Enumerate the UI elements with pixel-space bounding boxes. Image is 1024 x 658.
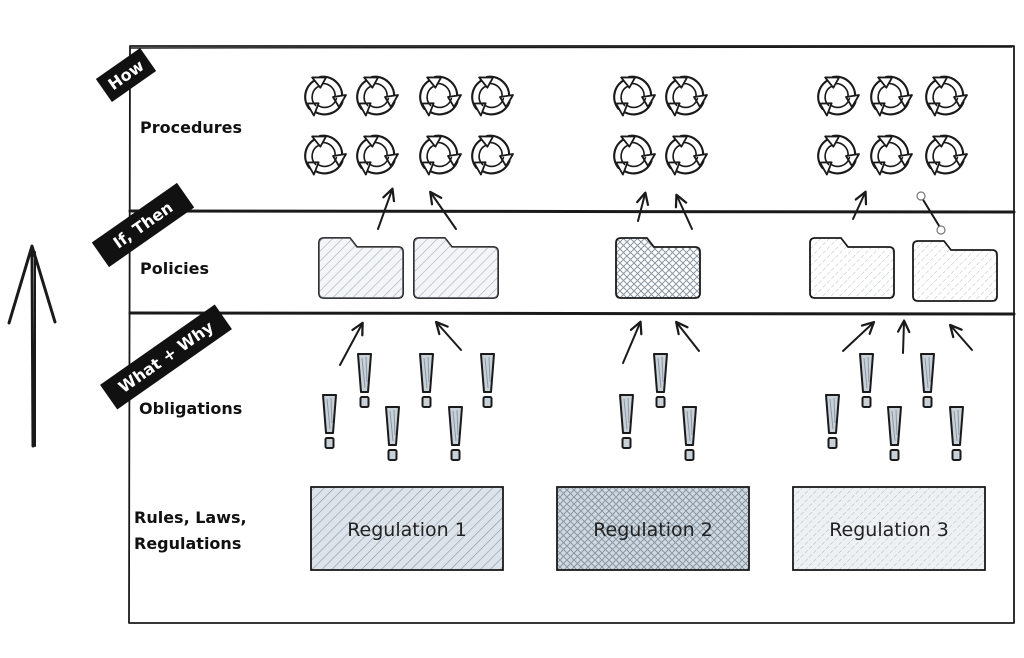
arrow-icon [852, 190, 868, 220]
exclamation-icon [357, 353, 372, 408]
exclamation-icon [825, 394, 840, 449]
exclamation-icon [480, 353, 495, 408]
selection-handle-icon [916, 191, 926, 201]
arrow-icon [842, 320, 876, 352]
cycle-arrows-icon [410, 70, 463, 126]
folder-icon [413, 237, 499, 299]
procedures-group-2 [604, 70, 709, 185]
cycle-arrows-icon [410, 129, 463, 185]
arrow-icon [339, 321, 364, 366]
label-rules-line2: Regulations [134, 534, 241, 553]
cycle-arrows-icon [808, 129, 861, 185]
cycle-arrows-icon [604, 70, 657, 126]
regulation-box-border [310, 486, 504, 571]
obligations-group-1 [322, 353, 495, 461]
cycle-arrows-icon [808, 70, 861, 126]
label-obligations: Obligations [139, 399, 242, 418]
arrow-icon [675, 320, 700, 352]
exclamation-icon [419, 353, 434, 408]
procedures-group-3 [808, 70, 969, 185]
cycle-arrows-icon [916, 129, 969, 185]
arrow-icon [429, 190, 457, 230]
cycle-arrows-icon [656, 70, 709, 126]
cycle-arrows-icon [916, 70, 969, 126]
arrow-icon [948, 323, 973, 351]
layer-frame [128, 45, 1016, 624]
arrow-icon [377, 187, 396, 230]
arrow-icon [635, 191, 650, 222]
label-procedures: Procedures [140, 118, 242, 137]
exclamation-icon [920, 353, 935, 408]
exclamation-icon [859, 353, 874, 408]
tag-how: How [95, 48, 157, 102]
exclamation-icon [682, 406, 697, 461]
exclamation-icon [653, 353, 668, 408]
obligations-group-2 [619, 353, 697, 461]
label-rules-line1: Rules, Laws, [134, 508, 247, 527]
policies-group-2 [615, 237, 701, 299]
label-policies: Policies [140, 259, 209, 278]
exclamation-icon [385, 406, 400, 461]
policy-to-procedure-arrows [377, 187, 946, 235]
cycle-arrows-icon [347, 70, 400, 126]
arrow-icon [434, 320, 462, 351]
regulation-label-2: Regulation 2 [593, 519, 713, 541]
exclamation-icon [949, 406, 964, 461]
regulation-box-border [556, 486, 750, 571]
regulation-box-3: Regulation 3 [792, 486, 986, 571]
regulation-box-1: Regulation 1 [310, 486, 504, 571]
folder-icon [615, 237, 701, 299]
regulation-box-2: Regulation 2 [556, 486, 750, 571]
cycle-arrows-icon [295, 129, 348, 185]
policies-group-3 [809, 237, 998, 302]
obligation-to-policy-arrows [339, 319, 973, 366]
policies-group-1 [318, 237, 499, 299]
arrow-icon [896, 319, 911, 354]
folder-icon [912, 240, 998, 302]
cycle-arrows-icon [604, 129, 657, 185]
arrow-icon [622, 320, 643, 364]
exclamation-icon [619, 394, 634, 449]
cycle-arrows-icon [861, 70, 914, 126]
exclamation-icon [448, 406, 463, 461]
cycle-arrows-icon [462, 70, 515, 126]
regulation-box-border [792, 486, 986, 571]
exclamation-icon [887, 406, 902, 461]
cycle-arrows-icon [656, 129, 709, 185]
exclamation-icon [322, 394, 337, 449]
regulation-label-3: Regulation 3 [829, 519, 949, 541]
cycle-arrows-icon [462, 129, 515, 185]
procedures-group-1 [295, 70, 515, 185]
tag-if-then: If, Then [91, 182, 195, 268]
selection-handle-icon [936, 225, 946, 235]
folder-icon [809, 237, 895, 299]
up-arrow-icon [7, 244, 57, 448]
cycle-arrows-icon [295, 70, 348, 126]
arrow-icon [674, 193, 693, 230]
obligations-group-3 [825, 353, 964, 461]
folder-icon [318, 237, 404, 299]
arrow-icon [921, 197, 942, 230]
regulation-label-1: Regulation 1 [347, 519, 467, 541]
cycle-arrows-icon [861, 129, 914, 185]
tag-what-why: What + Why [100, 304, 232, 410]
cycle-arrows-icon [347, 129, 400, 185]
